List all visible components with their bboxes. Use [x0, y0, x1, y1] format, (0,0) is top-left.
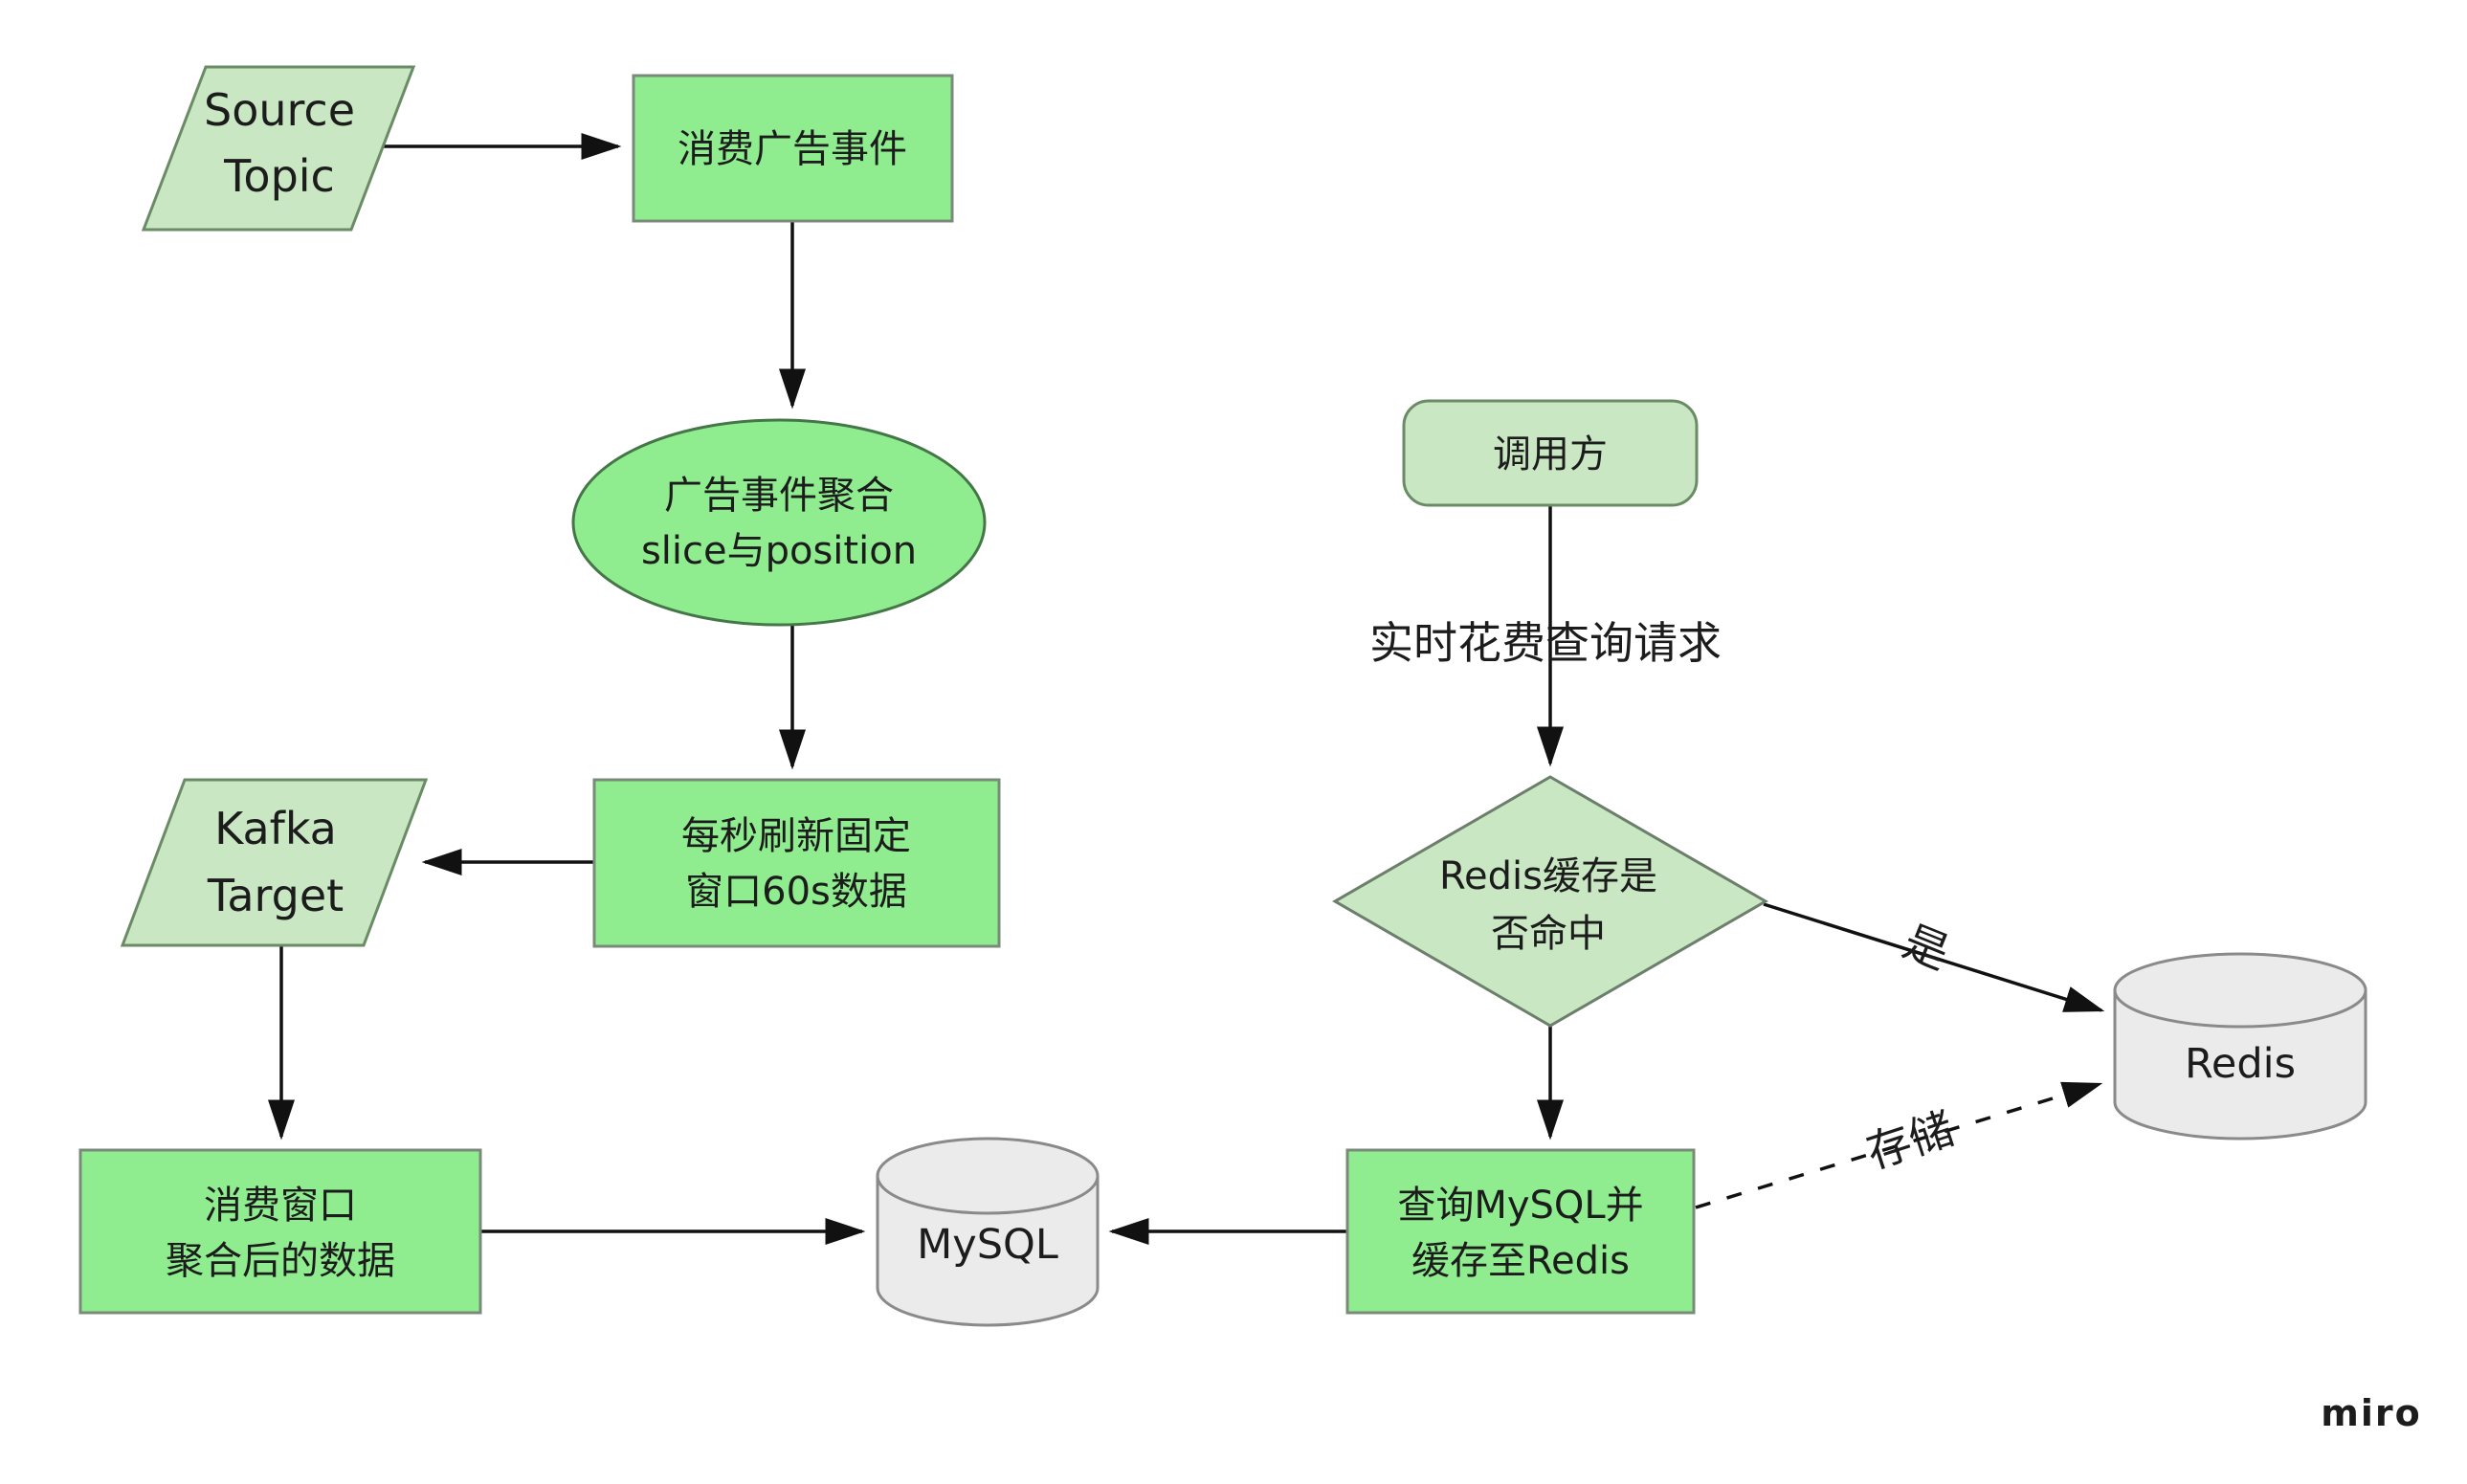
kafka-target-shape	[120, 778, 429, 947]
edge-label-realtime-request: 实时花费查询请求	[1369, 617, 1722, 669]
node-consume-window: 消费窗口 聚合后的数据	[78, 1148, 482, 1315]
consume-events-label: 消费广告事件	[678, 127, 907, 171]
consume-window-label-line2: 聚合后的数据	[166, 1239, 395, 1283]
caller-shape	[1402, 399, 1699, 507]
cache-check-shape	[1332, 775, 1768, 1028]
refresh-window-label-line2: 窗口60s数据	[685, 870, 907, 914]
consume-events-shape	[632, 74, 954, 223]
refresh-window-label-line1: 每秒刷新固定	[681, 814, 911, 858]
miro-watermark[interactable]: miro	[2321, 1392, 2421, 1434]
edge-label-store: 存储	[1860, 1102, 1960, 1179]
edge-diamond-to-redis-yes	[1763, 902, 2105, 1012]
caller-label: 调用方	[1493, 432, 1608, 476]
source-topic-shape	[141, 65, 416, 232]
kafka-target-label-line2: Target	[207, 870, 344, 921]
mysql-cylinder-top	[876, 1137, 1100, 1215]
aggregate-label-line2: slice与position	[641, 529, 917, 573]
cache-check-label-line2: 否命中	[1491, 912, 1606, 956]
query-mysql-label-line1: 查询MySQL并	[1397, 1184, 1643, 1228]
consume-window-shape	[78, 1148, 482, 1315]
node-caller: 调用方	[1402, 399, 1699, 507]
source-topic-label-line2: Topic	[223, 150, 335, 202]
query-mysql-label-line2: 缓存至Redis	[1411, 1239, 1630, 1283]
edge-label-yes: 是	[1897, 915, 1957, 979]
node-refresh-window: 每秒刷新固定 窗口60s数据	[592, 778, 1001, 948]
aggregate-label-line1: 广告事件聚合	[664, 474, 894, 518]
node-consume-events: 消费广告事件	[632, 74, 954, 223]
kafka-target-label-line1: Kafka	[214, 803, 337, 854]
node-cache-check: Redis缓存是 否命中	[1332, 775, 1768, 1028]
edge-query-to-redis-store	[1695, 1081, 2103, 1209]
query-mysql-shape	[1345, 1148, 1696, 1315]
node-redis: Redis	[2113, 952, 2367, 1141]
redis-cylinder-top	[2113, 952, 2367, 1029]
node-source-topic: Source Topic	[141, 65, 416, 232]
refresh-window-shape	[592, 778, 1001, 948]
node-kafka-target: Kafka Target	[120, 778, 429, 947]
mysql-cylinder-body	[876, 1174, 1100, 1327]
aggregate-shape	[571, 418, 987, 627]
node-aggregate: 广告事件聚合 slice与position	[571, 418, 987, 627]
cache-check-label-line1: Redis缓存是	[1439, 854, 1657, 898]
source-topic-label-line1: Source	[204, 84, 355, 136]
node-mysql: MySQL	[876, 1137, 1100, 1327]
consume-window-label-line1: 消费窗口	[204, 1184, 357, 1228]
node-query-mysql: 查询MySQL并 缓存至Redis	[1345, 1148, 1696, 1315]
redis-label: Redis	[2185, 1040, 2296, 1088]
redis-cylinder-body	[2113, 988, 2367, 1141]
mysql-label: MySQL	[917, 1221, 1058, 1269]
